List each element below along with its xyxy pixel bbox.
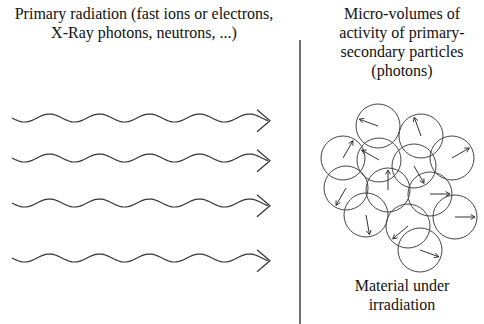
material-boundary	[299, 40, 300, 324]
micro-volume-circle	[386, 204, 430, 248]
wave-arrow	[12, 114, 268, 122]
particle-arrow	[420, 250, 439, 258]
primary-radiation-waves	[12, 110, 270, 272]
micro-volume-circle	[344, 193, 388, 237]
wave-arrow	[12, 154, 268, 162]
arrow-head	[257, 250, 270, 272]
micro-volume-label: Micro-volumes of activity of primary-sec…	[322, 4, 482, 80]
particle-arrow	[393, 226, 408, 239]
micro-volume-circle	[398, 228, 442, 272]
arrow-head	[257, 110, 270, 132]
arrow-head	[257, 150, 270, 172]
micro-volume-circle	[392, 144, 436, 188]
micro-volume-circle	[433, 195, 477, 239]
particle-arrow	[452, 148, 469, 158]
material-label: Material under irradiation	[322, 276, 482, 314]
particle-arrow	[343, 141, 353, 158]
particle-arrow	[366, 215, 371, 235]
arrow-head	[257, 195, 270, 217]
particle-arrow	[362, 150, 379, 160]
particle-arrow	[430, 192, 450, 197]
micro-volume-circle	[408, 172, 452, 216]
particle-arrow	[413, 117, 421, 136]
wave-arrow	[12, 254, 268, 262]
micro-volume-circle	[399, 114, 443, 158]
particle-arrow	[455, 215, 475, 220]
micro-volume-circle	[356, 104, 400, 148]
wave-arrow	[12, 199, 268, 207]
particle-arrow	[336, 188, 346, 205]
micro-volume-circle	[321, 136, 365, 180]
micro-volume-circle	[324, 166, 368, 210]
micro-volume-circle	[366, 168, 410, 212]
particle-arrow	[386, 170, 391, 190]
micro-volumes	[321, 104, 477, 272]
radiation-label: Primary radiation (fast ions or electron…	[6, 4, 282, 42]
particle-arrow	[359, 118, 378, 126]
